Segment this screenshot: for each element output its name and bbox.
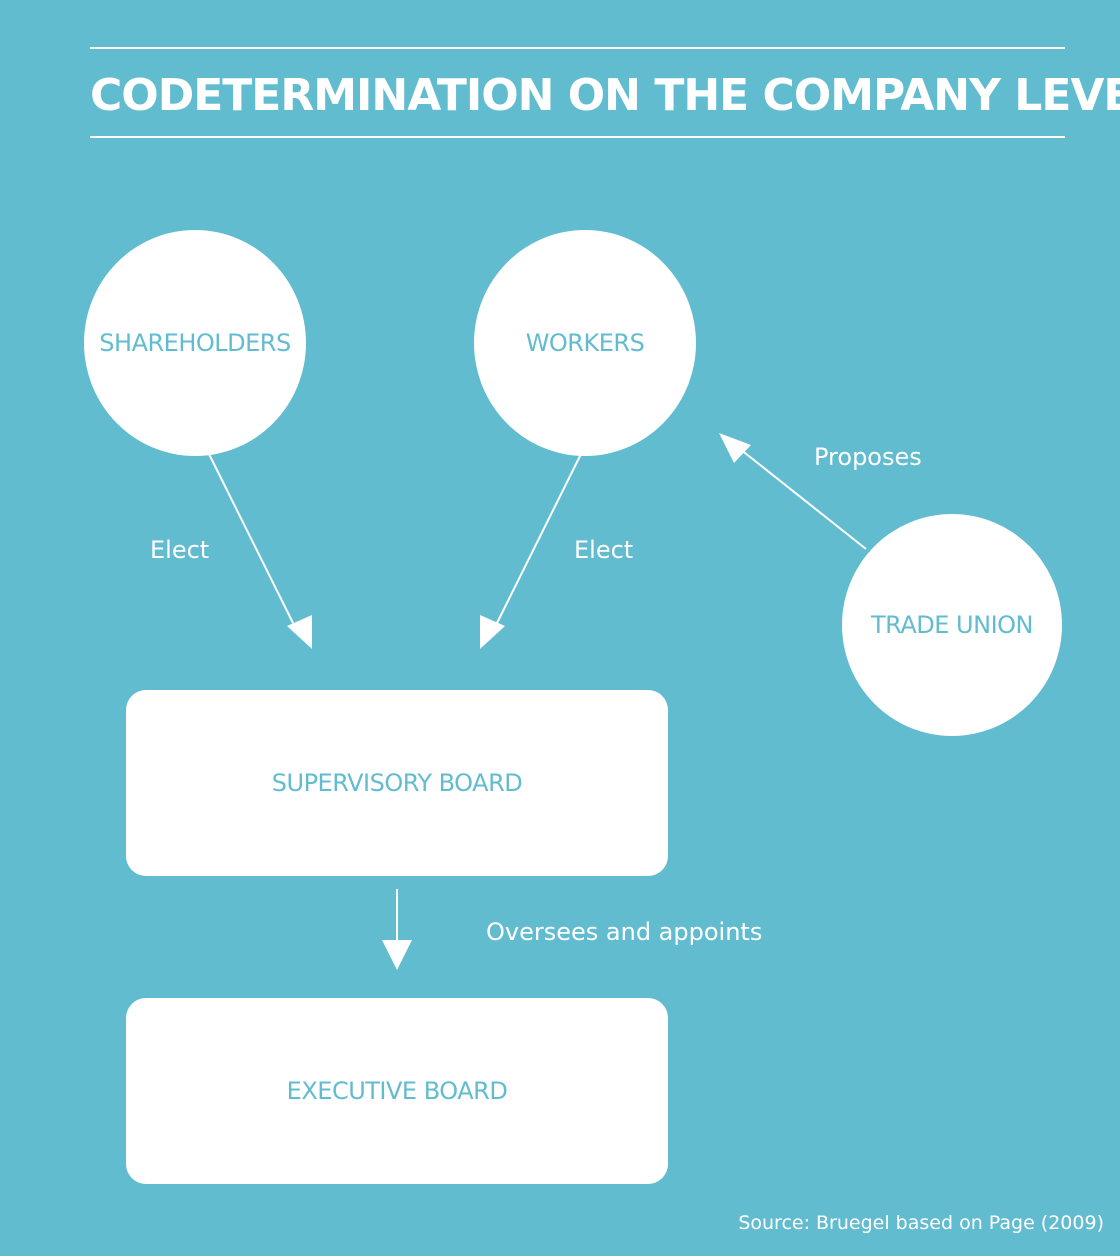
executive-board-node: EXECUTIVE BOARD: [126, 998, 668, 1184]
oversees-arrowhead: [382, 940, 412, 970]
diagram-title: CODETERMINATION ON THE COMPANY LEVEL: [90, 70, 1120, 121]
trade-union-node: TRADE UNION: [842, 514, 1062, 736]
trade-union-label: TRADE UNION: [871, 611, 1034, 639]
shareholders-label: SHAREHOLDERS: [99, 329, 291, 357]
workers-elect-label: Elect: [574, 536, 634, 564]
workers-label: WORKERS: [525, 329, 645, 357]
title-bottom-rule: [90, 136, 1065, 138]
oversees-appoints-label: Oversees and appoints: [486, 918, 763, 946]
title-top-rule: [90, 47, 1065, 49]
source-note: Source: Bruegel based on Page (2009): [738, 1212, 1104, 1234]
workers-node: WORKERS: [474, 230, 696, 456]
executive-board-label: EXECUTIVE BOARD: [286, 1077, 508, 1105]
shareholders-node: SHAREHOLDERS: [84, 230, 306, 456]
union-proposes-arrowhead: [719, 433, 751, 463]
shareholders-elect-arrow-line: [208, 453, 294, 624]
union-proposes-label: Proposes: [814, 443, 922, 471]
workers-elect-arrowhead: [480, 615, 505, 649]
supervisory-board-label: SUPERVISORY BOARD: [271, 769, 523, 797]
union-proposes-arrow-line: [739, 448, 867, 550]
shareholders-elect-arrowhead: [287, 615, 312, 649]
shareholders-elect-label: Elect: [150, 536, 210, 564]
workers-elect-arrow-line: [496, 453, 582, 624]
supervisory-board-node: SUPERVISORY BOARD: [126, 690, 668, 876]
